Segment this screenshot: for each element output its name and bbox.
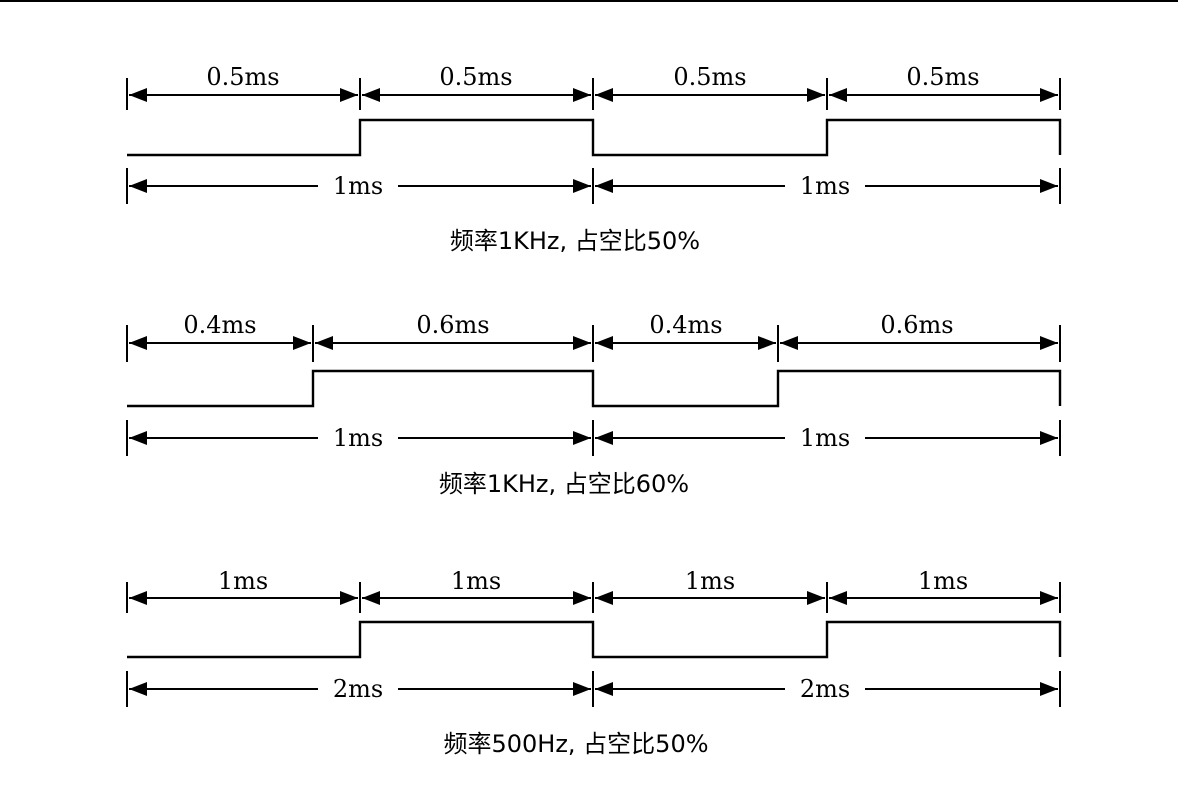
segment-label: 0.4ms [183,311,256,339]
segment-arrow [362,88,591,102]
segment-label: 0.6ms [880,311,953,339]
diagram-caption: 频率1KHz, 占空比50% [450,227,700,255]
square-wave [127,118,1062,157]
segment-label: 0.6ms [416,311,489,339]
waveform-diagram-1: 0.5ms 0.5ms 0.5ms 0.5ms 1ms 1ms 频率1KHz, … [126,63,1062,255]
period-arrow [595,179,1058,193]
segment-arrow [129,591,358,605]
period-arrow [595,682,1058,696]
segment-arrow [829,88,1058,102]
segment-label: 1ms [451,567,501,595]
segment-label: 0.5ms [439,63,512,91]
period-arrow [129,179,591,193]
period-arrow [595,431,1058,445]
segment-label: 1ms [685,567,735,595]
period-arrow [129,682,591,696]
diagram-caption: 频率500Hz, 占空比50% [443,730,708,758]
segment-arrow [780,336,1058,350]
segment-label: 1ms [218,567,268,595]
segment-label: 0.5ms [673,63,746,91]
period-label: 1ms [333,172,383,200]
period-label: 2ms [800,675,850,703]
segment-label: 0.4ms [649,311,722,339]
top-border-line [0,0,1178,2]
segment-label: 0.5ms [206,63,279,91]
segment-arrow [129,336,311,350]
period-label: 2ms [333,675,383,703]
waveform-diagram-2: 0.4ms 0.6ms 0.4ms 0.6ms 1ms 1ms 频率1KHz, … [126,311,1062,498]
segment-arrow [595,336,776,350]
period-label: 1ms [800,424,850,452]
period-label: 1ms [800,172,850,200]
segment-arrow [595,88,825,102]
segment-label: 1ms [918,567,968,595]
segment-arrow [129,88,358,102]
period-label: 1ms [333,424,383,452]
segment-arrow [829,591,1058,605]
square-wave [127,369,1062,408]
segment-label: 0.5ms [906,63,979,91]
waveform-diagram-3: 1ms 1ms 1ms 1ms 2ms 2ms 频率500Hz, 占空比50% [126,567,1062,758]
segment-arrow [362,591,591,605]
segment-arrow [595,591,825,605]
period-arrow [129,431,591,445]
diagram-caption: 频率1KHz, 占空比60% [439,470,689,498]
square-wave [127,620,1062,659]
segment-arrow [315,336,591,350]
